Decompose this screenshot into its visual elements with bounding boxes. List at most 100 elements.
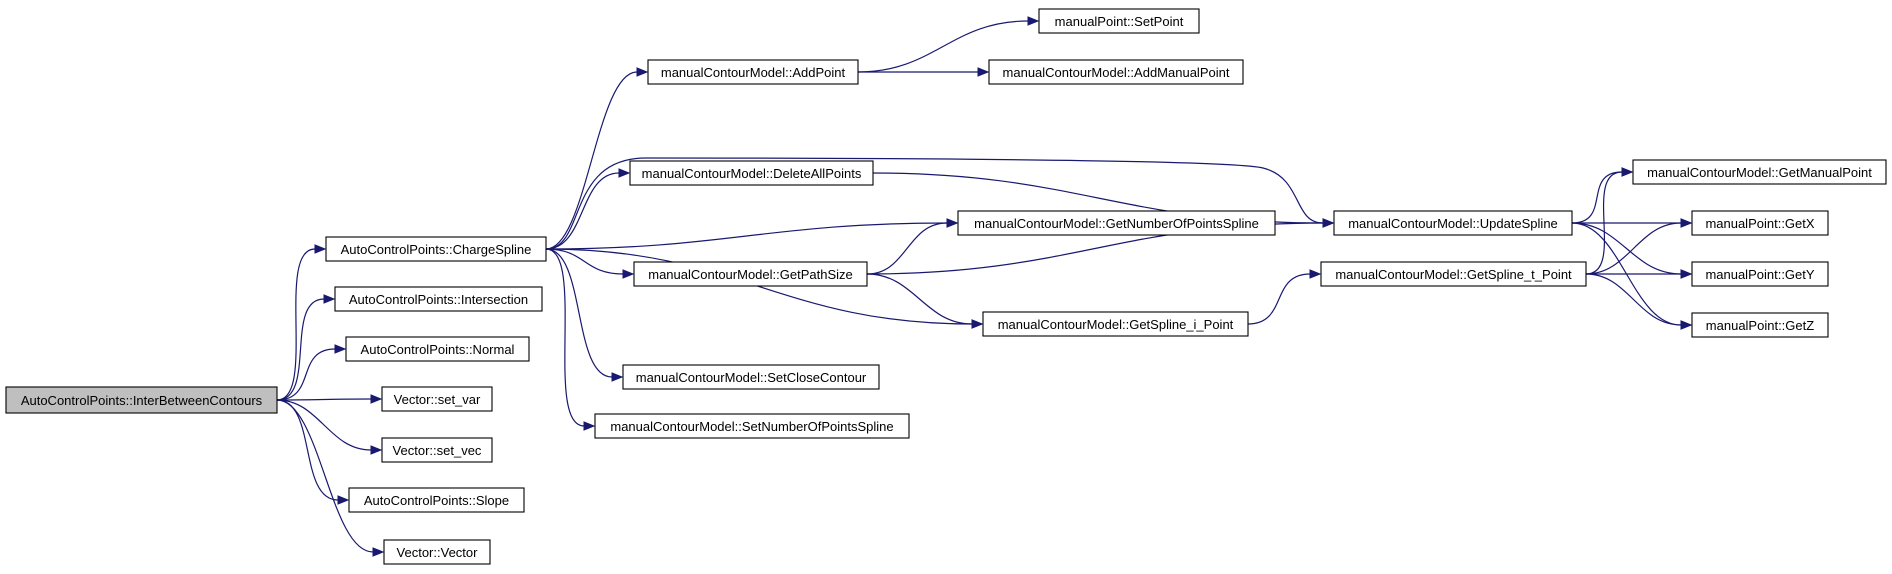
edge-n10-to-n16 bbox=[866, 273, 984, 329]
edge-line bbox=[545, 172, 620, 250]
node-box bbox=[1333, 210, 1573, 236]
node-label: AutoControlPoints::Normal bbox=[361, 342, 515, 357]
edge-line bbox=[545, 248, 613, 378]
node-manualcontourmodel-addpoint[interactable]: manualContourModel::AddPoint bbox=[647, 59, 859, 85]
edge-n17-to-n22 bbox=[1571, 222, 1693, 330]
edge-arrowhead bbox=[337, 495, 350, 505]
edge-line bbox=[276, 399, 374, 553]
edge-line bbox=[1585, 171, 1623, 275]
node-autocontrolpoints-intersection[interactable]: AutoControlPoints::Intersection bbox=[334, 286, 543, 312]
edge-line bbox=[545, 71, 638, 250]
edge-arrowhead bbox=[370, 445, 383, 455]
node-vector-set_var[interactable]: Vector::set_var bbox=[381, 386, 493, 412]
node-box bbox=[1691, 312, 1829, 338]
edge-arrowhead bbox=[946, 218, 959, 228]
node-manualpoint-getz[interactable]: manualPoint::GetZ bbox=[1691, 312, 1829, 338]
edge-line bbox=[545, 248, 585, 427]
edge-n0-to-n7 bbox=[276, 399, 385, 557]
node-box bbox=[345, 336, 530, 362]
node-manualcontourmodel-deleteallpoints[interactable]: manualContourModel::DeleteAllPoints bbox=[629, 160, 874, 186]
edge-arrowhead bbox=[636, 67, 649, 77]
node-vector-vector[interactable]: Vector::Vector bbox=[383, 539, 491, 565]
edge-n0-to-n1 bbox=[276, 244, 327, 401]
node-box bbox=[957, 210, 1276, 236]
node-layer: AutoControlPoints::InterBetweenContoursA… bbox=[5, 8, 1887, 565]
edge-n10-to-n15 bbox=[866, 218, 959, 275]
node-box bbox=[383, 539, 491, 565]
edge-line bbox=[1585, 273, 1682, 326]
edge-n18-to-n21 bbox=[1585, 269, 1693, 279]
edge-line bbox=[1247, 273, 1311, 325]
node-label: manualContourModel::GetSpline_t_Point bbox=[1335, 267, 1572, 282]
edge-line bbox=[1585, 222, 1682, 275]
node-manualpoint-getx[interactable]: manualPoint::GetX bbox=[1691, 210, 1829, 236]
edge-arrowhead bbox=[1322, 218, 1335, 228]
edge-arrowhead bbox=[1680, 269, 1693, 279]
node-manualpoint-setpoint[interactable]: manualPoint::SetPoint bbox=[1038, 8, 1200, 34]
node-label: AutoControlPoints::Intersection bbox=[349, 292, 528, 307]
node-box bbox=[629, 160, 874, 186]
node-box bbox=[381, 437, 493, 463]
node-manualcontourmodel-getnumberofpointsspline[interactable]: manualContourModel::GetNumberOfPointsSpl… bbox=[957, 210, 1276, 236]
node-box bbox=[1320, 261, 1587, 287]
edge-arrowhead bbox=[1621, 167, 1634, 177]
node-manualcontourmodel-addmanualpoint[interactable]: manualContourModel::AddManualPoint bbox=[988, 59, 1244, 85]
edge-n8-to-n13 bbox=[857, 16, 1040, 73]
node-label: manualContourModel::GetPathSize bbox=[648, 267, 853, 282]
edge-arrowhead bbox=[622, 269, 635, 279]
node-label: manualContourModel::GetManualPoint bbox=[1647, 165, 1872, 180]
edge-n18-to-n19 bbox=[1585, 167, 1634, 275]
node-autocontrolpoints-normal[interactable]: AutoControlPoints::Normal bbox=[345, 336, 530, 362]
node-box bbox=[381, 386, 493, 412]
edge-n1-to-n15 bbox=[545, 218, 959, 250]
node-manualcontourmodel-getspline_t_point[interactable]: manualContourModel::GetSpline_t_Point bbox=[1320, 261, 1587, 287]
edge-line bbox=[545, 248, 624, 275]
edge-arrowhead bbox=[1680, 320, 1693, 330]
edge-n0-to-n2 bbox=[276, 294, 336, 401]
edge-n1-to-n8 bbox=[545, 67, 649, 250]
node-label: Vector::set_var bbox=[394, 392, 481, 407]
node-box bbox=[622, 364, 880, 390]
node-box bbox=[334, 286, 543, 312]
node-box bbox=[1038, 8, 1200, 34]
edge-n0-to-n5 bbox=[276, 399, 383, 455]
edge-n0-to-n3 bbox=[276, 344, 347, 401]
node-autocontrolpoints-chargespline[interactable]: AutoControlPoints::ChargeSpline bbox=[325, 236, 547, 262]
node-manualcontourmodel-getmanualpoint[interactable]: manualContourModel::GetManualPoint bbox=[1632, 159, 1887, 185]
node-label: manualPoint::SetPoint bbox=[1055, 14, 1184, 29]
edge-arrowhead bbox=[611, 372, 624, 382]
edge-arrowhead bbox=[1680, 218, 1693, 228]
edge-line bbox=[276, 348, 336, 401]
node-manualcontourmodel-setclosecontour[interactable]: manualContourModel::SetCloseContour bbox=[622, 364, 880, 390]
edge-n17-to-n19 bbox=[1571, 167, 1634, 224]
edge-line bbox=[857, 20, 1029, 73]
edge-line bbox=[276, 398, 372, 401]
edge-arrowhead bbox=[334, 344, 347, 354]
node-manualcontourmodel-updatespline[interactable]: manualContourModel::UpdateSpline bbox=[1333, 210, 1573, 236]
edge-arrowhead bbox=[314, 244, 327, 254]
edge-line bbox=[1571, 222, 1682, 275]
node-box bbox=[325, 236, 547, 262]
node-autocontrolpoints-interbetweencontours[interactable]: AutoControlPoints::InterBetweenContours bbox=[5, 386, 278, 414]
node-label: Vector::set_vec bbox=[393, 443, 482, 458]
edge-n1-to-n11 bbox=[545, 248, 624, 382]
node-box bbox=[982, 311, 1249, 337]
edge-line bbox=[1571, 171, 1623, 224]
node-manualpoint-gety[interactable]: manualPoint::GetY bbox=[1691, 261, 1829, 287]
node-label: manualContourModel::GetNumberOfPointsSpl… bbox=[974, 216, 1259, 231]
edge-arrowhead bbox=[1027, 16, 1040, 26]
edge-line bbox=[276, 399, 372, 451]
node-label: Vector::Vector bbox=[397, 545, 479, 560]
edge-line bbox=[276, 248, 316, 401]
node-autocontrolpoints-slope[interactable]: AutoControlPoints::Slope bbox=[348, 487, 525, 513]
node-label: AutoControlPoints::InterBetweenContours bbox=[21, 393, 263, 408]
node-manualcontourmodel-getspline_i_point[interactable]: manualContourModel::GetSpline_i_Point bbox=[982, 311, 1249, 337]
node-label: manualContourModel::GetSpline_i_Point bbox=[998, 317, 1234, 332]
node-manualcontourmodel-setnumberofpointsspline[interactable]: manualContourModel::SetNumberOfPointsSpl… bbox=[594, 413, 910, 439]
node-manualcontourmodel-getpathsize[interactable]: manualContourModel::GetPathSize bbox=[633, 261, 868, 287]
node-vector-set_vec[interactable]: Vector::set_vec bbox=[381, 437, 493, 463]
edge-arrowhead bbox=[618, 168, 631, 178]
edge-line bbox=[866, 273, 973, 325]
edge-line bbox=[866, 222, 948, 275]
